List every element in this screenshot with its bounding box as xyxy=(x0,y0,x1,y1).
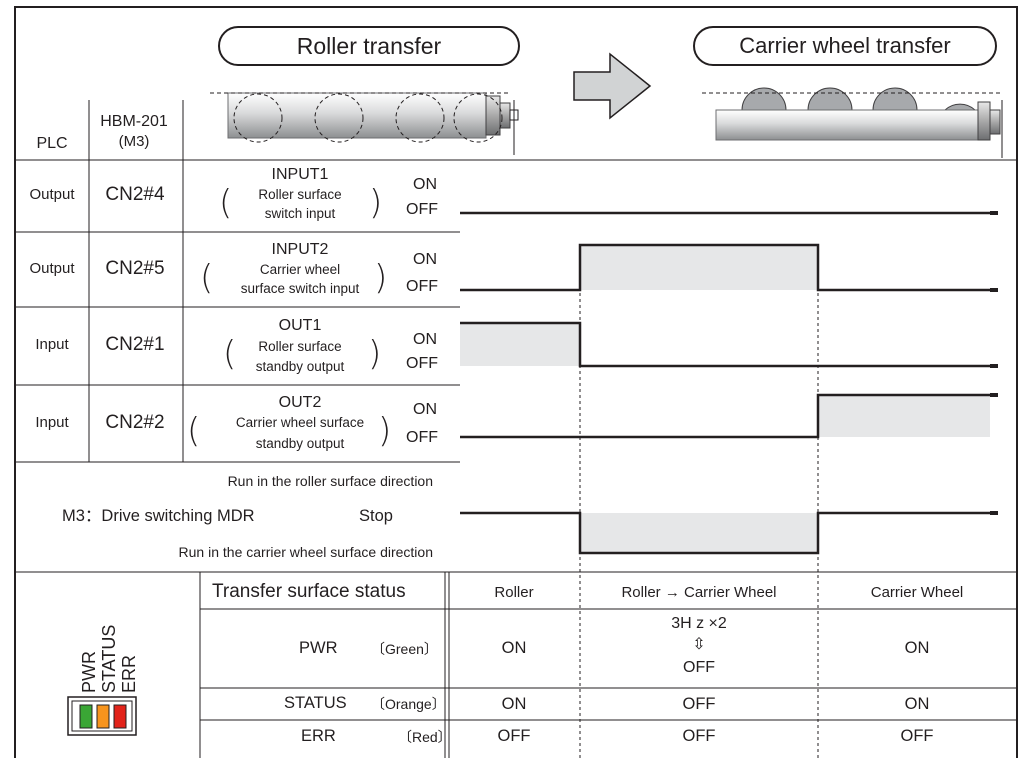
waveform-end-tick xyxy=(990,211,998,215)
signal-desc-line2: standby output xyxy=(255,359,345,374)
carrier-transfer-title: Carrier wheel transfer xyxy=(693,26,997,66)
bracket-right: ) xyxy=(368,334,382,374)
status-roller-value: ON xyxy=(501,695,527,713)
motor-run-roller-label: Run in the roller surface direction xyxy=(227,473,433,489)
led-indicator-panel xyxy=(67,696,137,736)
led-green xyxy=(79,704,93,729)
waveform-end-tick xyxy=(990,364,998,368)
signal-name: OUT2 xyxy=(278,394,322,411)
status-table-header: Transfer surface status xyxy=(212,581,406,602)
pwr-name: PWR xyxy=(299,639,338,657)
off-label: OFF xyxy=(406,201,438,218)
motor-stop-label: Stop xyxy=(359,507,393,525)
pwr-roller-value: ON xyxy=(501,639,527,657)
status-carrier-value: ON xyxy=(904,695,930,713)
signal-waveform-input2 xyxy=(460,243,990,292)
bracket-left: ( xyxy=(223,334,237,374)
bracket-right: ) xyxy=(374,258,388,298)
roller-transfer-title: Roller transfer xyxy=(218,26,520,66)
signal-desc-line1: Roller surface xyxy=(258,339,342,354)
signal-high-fill xyxy=(460,323,580,366)
plc-direction: Input xyxy=(35,414,69,431)
pin-label: CN2#2 xyxy=(105,412,165,433)
grid-lines xyxy=(16,100,1016,758)
err-carrier-value: OFF xyxy=(900,727,934,745)
phase-label-carrier: Carrier Wheel xyxy=(870,584,964,601)
signal-waveform-out2 xyxy=(460,393,990,439)
signal-name: INPUT2 xyxy=(271,241,329,258)
pwr-transition-toggle-icon: ⇳ xyxy=(692,634,706,653)
on-label: ON xyxy=(413,401,437,418)
signal-desc-line1: Carrier wheel xyxy=(259,262,341,277)
waveforms xyxy=(460,211,998,555)
signal-desc-line1: Carrier wheel surface xyxy=(235,415,365,430)
motor-label: M3：Drive switching MDR xyxy=(62,507,255,525)
led-label-pwr: PWR xyxy=(79,651,99,693)
off-label: OFF xyxy=(406,278,438,295)
signal-desc-line2: switch input xyxy=(264,206,336,221)
signal-name: INPUT1 xyxy=(271,166,329,183)
col-plc-header: PLC xyxy=(36,135,68,152)
diagram-frame xyxy=(14,6,1018,758)
waveform-end-tick xyxy=(990,288,998,292)
signal-desc-line2: surface switch input xyxy=(240,281,360,296)
signal-desc-line2: standby output xyxy=(255,436,345,451)
roller-illustration xyxy=(210,92,519,155)
err-transition-value: OFF xyxy=(682,727,716,745)
pin-label: CN2#4 xyxy=(105,184,165,205)
signal-high-fill xyxy=(818,395,990,437)
status-name: STATUS xyxy=(284,694,347,712)
phase-label-transition: Roller → Carrier Wheel xyxy=(621,584,777,601)
on-label: ON xyxy=(413,251,437,268)
pin-label: CN2#5 xyxy=(105,258,165,279)
bracket-right: ) xyxy=(369,183,383,223)
bracket-left: ( xyxy=(219,183,233,223)
phase-label-roller: Roller xyxy=(494,584,534,601)
bracket-left: ( xyxy=(187,411,201,451)
off-label: OFF xyxy=(406,355,438,372)
on-label: ON xyxy=(413,331,437,348)
led-label-status: STATUS xyxy=(99,624,119,693)
plc-direction: Output xyxy=(29,186,75,203)
signal-waveform-out1 xyxy=(460,321,990,368)
status-transition-value: OFF xyxy=(682,695,716,713)
off-label: OFF xyxy=(406,429,438,446)
status-color: 〔Orange〕 xyxy=(371,696,446,712)
pwr-color: 〔Green〕 xyxy=(371,641,438,657)
led-orange xyxy=(96,704,110,729)
bracket-right: ) xyxy=(378,411,392,451)
pin-label: CN2#1 xyxy=(105,334,165,355)
plc-direction: Input xyxy=(35,336,69,353)
waveform-end-tick xyxy=(990,393,998,397)
phase-dividers xyxy=(579,245,819,758)
motor-run-carrier-label: Run in the carrier wheel surface directi… xyxy=(178,544,433,560)
waveform-end-tick xyxy=(990,511,998,515)
pwr-carrier-value: ON xyxy=(904,639,930,657)
transition-arrow-icon xyxy=(573,52,652,120)
err-color: 〔Red〕 xyxy=(398,729,452,745)
carrier-wheel-illustration xyxy=(702,87,1003,158)
signal-name: OUT1 xyxy=(278,317,322,334)
bracket-left: ( xyxy=(200,258,214,298)
col-module-header-line1: HBM-201 xyxy=(100,113,168,130)
plc-direction: Output xyxy=(29,260,75,277)
on-label: ON xyxy=(413,176,437,193)
pwr-transition-off: OFF xyxy=(683,659,715,676)
col-module-header-line2: (M3) xyxy=(118,133,150,150)
led-red xyxy=(113,704,127,729)
err-name: ERR xyxy=(301,727,336,745)
err-roller-value: OFF xyxy=(497,727,531,745)
motor-waveform xyxy=(460,511,990,555)
led-label-err: ERR xyxy=(119,654,139,693)
pwr-transition-value: 3H z ×2 xyxy=(671,615,727,632)
signal-desc-line1: Roller surface xyxy=(258,187,342,202)
motor-run-fill xyxy=(580,513,818,553)
signal-high-fill xyxy=(580,245,818,290)
